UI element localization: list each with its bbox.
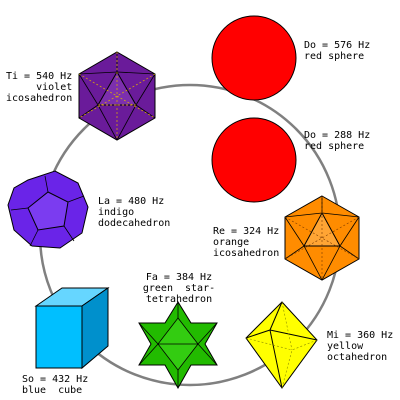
- label-fa-line-3: tetrahedron: [145, 294, 213, 305]
- label-do-576-line-2: red sphere: [304, 51, 365, 62]
- green-star-tetrahedron: [138, 301, 218, 390]
- label-re-line-1: Re = 324 Hz: [213, 226, 280, 237]
- label-mi-line-2: yellow: [327, 341, 364, 352]
- red-sphere-middle: [211, 117, 297, 203]
- label-mi-line-3: octahedron: [327, 352, 388, 363]
- label-so-line-2: blue cube: [22, 385, 83, 396]
- label-ti-line-1: Ti = 540 Hz: [6, 71, 73, 82]
- orange-icosahedron: [284, 195, 360, 281]
- label-do-288: Do = 288 Hz red sphere: [304, 130, 370, 152]
- label-do-288-line-2: red sphere: [304, 141, 365, 152]
- label-mi-line-1: Mi = 360 Hz: [327, 330, 394, 341]
- red-sphere-top: [211, 15, 297, 101]
- label-re: Re = 324 Hz orange icosahedron: [213, 226, 279, 259]
- label-fa: Fa = 384 Hz green star- tetrahedron: [130, 272, 228, 305]
- label-do-288-line-1: Do = 288 Hz: [304, 130, 371, 141]
- label-ti-line-3: icosahedron: [6, 93, 73, 104]
- label-mi: Mi = 360 Hz yellow octahedron: [327, 330, 393, 363]
- yellow-octahedron: [245, 301, 318, 389]
- label-so-line-1: So = 432 Hz: [22, 374, 89, 385]
- label-ti: Ti = 540 Hz violet icosahedron: [6, 71, 72, 104]
- label-do-576: Do = 576 Hz red sphere: [304, 40, 370, 62]
- label-la-line-3: dodecahedron: [98, 218, 171, 229]
- label-fa-line-2: green star-: [142, 283, 216, 294]
- label-re-line-3: icosahedron: [213, 248, 280, 259]
- label-do-576-line-1: Do = 576 Hz: [304, 40, 371, 51]
- indigo-dodecahedron: [7, 170, 89, 249]
- blue-cube: [34, 287, 110, 370]
- violet-icosahedron: [78, 51, 156, 141]
- label-re-line-2: orange: [213, 237, 250, 248]
- label-la-line-1: La = 480 Hz: [98, 196, 165, 207]
- label-so: So = 432 Hz blue cube: [22, 374, 88, 396]
- label-la-line-2: indigo: [98, 207, 135, 218]
- label-fa-line-1: Fa = 384 Hz: [145, 272, 213, 283]
- label-la: La = 480 Hz indigo dodecahedron: [98, 196, 170, 229]
- label-ti-line-2: violet: [36, 82, 73, 93]
